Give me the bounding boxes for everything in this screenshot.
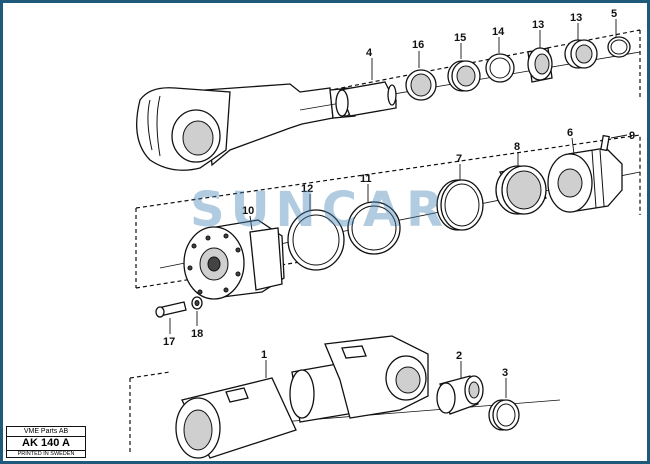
part-18-washer: 18 xyxy=(191,296,203,340)
callout-13a: 13 xyxy=(532,19,544,31)
callout-4: 4 xyxy=(366,47,373,59)
part-6-piston: 6 xyxy=(547,127,623,213)
callout-1: 1 xyxy=(261,349,267,361)
part-12-seal-ring: 12 xyxy=(287,183,345,271)
part-11-ring: 11 xyxy=(347,173,401,255)
callout-2: 2 xyxy=(456,350,462,362)
part-3-ring: 3 xyxy=(488,367,520,431)
callout-7: 7 xyxy=(456,153,462,165)
callout-12: 12 xyxy=(301,183,313,195)
callout-9: 9 xyxy=(629,130,635,142)
title-block-code: AK 140 A xyxy=(7,436,85,451)
part-4-rod-end: 4 xyxy=(335,47,397,117)
callout-17: 17 xyxy=(163,336,175,348)
title-block-printed: PRINTED IN SWEDEN xyxy=(17,451,75,457)
callout-8: 8 xyxy=(514,141,520,153)
part-9-set-screw: 9 xyxy=(600,130,635,152)
callout-6: 6 xyxy=(567,127,573,139)
title-block-company: VME Parts AB xyxy=(7,427,85,437)
callout-3: 3 xyxy=(502,367,508,379)
part-5-ring: 5 xyxy=(607,8,631,58)
callout-18: 18 xyxy=(191,328,203,340)
part-2-bushing: 2 xyxy=(436,350,484,415)
part-15-seal: 15 xyxy=(447,32,481,92)
callout-16: 16 xyxy=(412,39,424,51)
part-13-bushing-a: 13 xyxy=(527,19,553,83)
callout-10: 10 xyxy=(242,205,254,217)
callout-14: 14 xyxy=(492,26,505,38)
callout-11: 11 xyxy=(360,173,372,185)
part-7-guide-ring: 7 xyxy=(436,153,484,231)
part-10-cylinder-head: 10 xyxy=(183,205,285,300)
callout-13b: 13 xyxy=(570,12,582,24)
callout-15: 15 xyxy=(454,32,466,44)
part-14-ring: 14 xyxy=(485,26,515,83)
callout-5: 5 xyxy=(611,8,617,20)
part-16-ring: 16 xyxy=(405,39,437,101)
part-17-bolt: 17 xyxy=(155,301,187,348)
part-13-bushing-b: 13 xyxy=(564,12,598,69)
title-block: VME Parts AB AK 140 A PRINTED IN SWEDEN xyxy=(6,426,86,458)
part-8-piston-seal: 8 xyxy=(495,141,547,215)
part-1-cylinder-tube: 1 xyxy=(175,335,429,459)
